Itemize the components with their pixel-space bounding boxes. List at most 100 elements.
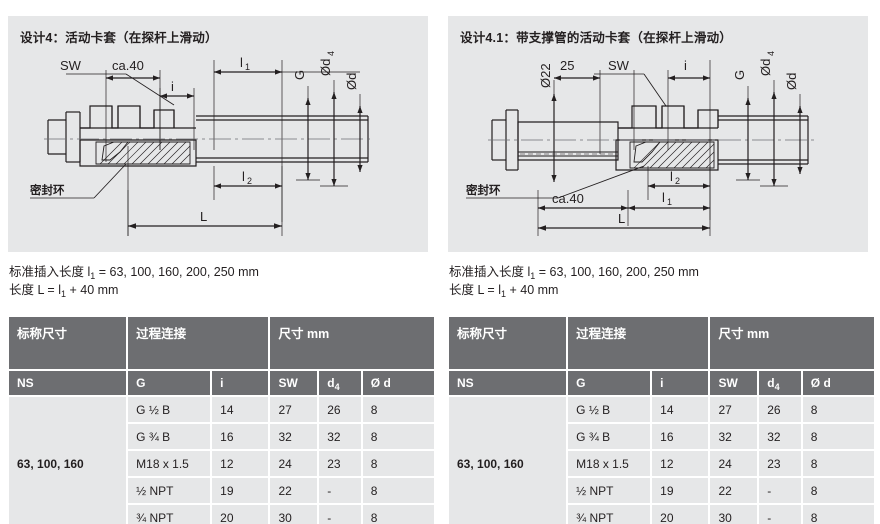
table-group-header-row: 标称尺寸 过程连接 尺寸 mm: [449, 317, 874, 370]
column-header-od: Ø d: [361, 369, 434, 396]
label-l1: l: [240, 55, 243, 70]
notes-design-4: 标准插入长度 l1 = 63, 100, 160, 200, 250 mm 长度…: [9, 264, 259, 300]
table-row: ¾ NPT 20 30 - 8: [449, 503, 874, 524]
cell-d4: -: [758, 476, 803, 504]
table-row: 63, 100, 160 G ½ B 14 27 26 8: [449, 395, 874, 524]
cell-d4: 23: [318, 449, 363, 477]
label-l1-sub: 1: [667, 197, 672, 207]
cell-i: 19: [651, 476, 711, 504]
label-sw: SW: [608, 58, 630, 73]
cell-d4: -: [318, 503, 363, 524]
column-header-i: i: [211, 369, 271, 396]
table-row: 63, 100, 160 G ½ B 14 27 26 8: [9, 395, 434, 524]
panel-title-design-4: 设计4：活动卡套（在探杆上滑动）: [20, 31, 218, 45]
cell-g: ¾ NPT: [127, 503, 213, 524]
cell-g: G ½ B: [567, 395, 653, 423]
cell-sw: 30: [269, 503, 320, 524]
technical-drawing-design-4: SW ca.40 i l 1 l 2 L 密封环 G Ød 4 Ød: [8, 50, 428, 250]
cell-od: 8: [801, 422, 874, 450]
panel-title-design-4-1: 设计4.1：带支撑管的活动卡套（在探杆上滑动）: [460, 31, 732, 45]
cell-ns: 63, 100, 160: [9, 395, 129, 524]
cell-g: ¾ NPT: [567, 503, 653, 524]
note-total-length: 长度 L = l1 + 40 mm: [9, 283, 119, 299]
group-header-nominal-size: 标称尺寸: [449, 317, 569, 370]
column-header-ns: NS: [9, 369, 129, 396]
label-d4: Ød: [758, 59, 773, 76]
table-row: ½ NPT 19 22 - 8: [9, 476, 434, 504]
cell-sw: 27: [269, 395, 320, 423]
drawing-svg: SW ca.40 i l 1 l 2 L 密封环 G Ød 4 Ød: [29, 51, 374, 236]
column-header-od: Ø d: [801, 369, 874, 396]
cell-d4: -: [758, 503, 803, 524]
label-d: Ød: [344, 73, 359, 90]
group-header-dimensions: 尺寸 mm: [709, 317, 874, 370]
label-l2: l: [670, 169, 673, 184]
cell-sw: 24: [269, 449, 320, 477]
cell-od: 8: [801, 395, 874, 423]
label-i: i: [684, 58, 687, 73]
column-header-g: G: [567, 369, 653, 396]
label-d22: Ø22: [538, 63, 553, 88]
cell-od: 8: [801, 503, 874, 524]
cell-od: 8: [801, 476, 874, 504]
label-ca40: ca.40: [552, 191, 584, 206]
table-body: 63, 100, 160 G ½ B 14 27 26 8 G ¾ B 16 3…: [449, 395, 874, 524]
cell-ns: 63, 100, 160: [449, 395, 569, 524]
table-row: G ¾ B 16 32 32 8: [449, 422, 874, 450]
cell-g: G ¾ B: [127, 422, 213, 450]
label-d4: Ød: [318, 59, 333, 76]
drawing-panel-design-4: 设计4：活动卡套（在探杆上滑动）: [8, 16, 428, 252]
table-row: M18 x 1.5 12 24 23 8: [9, 449, 434, 477]
cell-sw: 24: [709, 449, 760, 477]
label-d4-sub: 4: [326, 51, 336, 56]
label-d: Ød: [784, 73, 799, 90]
cell-i: 20: [651, 503, 711, 524]
column-header-sw: SW: [709, 369, 760, 396]
cell-od: 8: [361, 476, 434, 504]
cell-od: 8: [801, 449, 874, 477]
cell-g: ½ NPT: [567, 476, 653, 504]
label-sw: SW: [60, 58, 82, 73]
group-header-process-connection: 过程连接: [567, 317, 711, 370]
cell-i: 14: [651, 395, 711, 423]
label-l2-sub: 2: [675, 176, 680, 186]
cell-od: 8: [361, 503, 434, 524]
cell-sw: 27: [709, 395, 760, 423]
cell-g: ½ NPT: [127, 476, 213, 504]
cell-i: 19: [211, 476, 271, 504]
cell-i: 12: [651, 449, 711, 477]
cell-i: 20: [211, 503, 271, 524]
note-insert-length: 标准插入长度 l1 = 63, 100, 160, 200, 250 mm: [449, 265, 699, 281]
group-header-process-connection: 过程连接: [127, 317, 271, 370]
column-header-ns: NS: [449, 369, 569, 396]
spec-table-design-4-1: 标称尺寸 过程连接 尺寸 mm NS G i SW d4 Ø d 63, 100…: [449, 317, 874, 524]
label-G: G: [732, 70, 747, 80]
group-header-nominal-size: 标称尺寸: [9, 317, 129, 370]
drawing-panel-design-4-1: 设计4.1：带支撑管的活动卡套（在探杆上滑动）: [448, 16, 868, 252]
cell-g: M18 x 1.5: [127, 449, 213, 477]
cell-i: 14: [211, 395, 271, 423]
column-header-d4: d4: [318, 369, 363, 396]
note-insert-length: 标准插入长度 l1 = 63, 100, 160, 200, 250 mm: [9, 265, 259, 281]
label-25: 25: [560, 58, 574, 73]
column-header-d4: d4: [758, 369, 803, 396]
column-header-sw: SW: [269, 369, 320, 396]
cell-d4: 32: [318, 422, 363, 450]
cell-d4: -: [318, 476, 363, 504]
label-l1: l: [662, 190, 665, 205]
technical-drawing-design-4-1: Ø22 25 SW i l 2 ca.40 l 1 L 密封环 G Ød 4 Ø…: [448, 50, 868, 250]
group-header-dimensions: 尺寸 mm: [269, 317, 434, 370]
cell-g: M18 x 1.5: [567, 449, 653, 477]
cell-i: 16: [651, 422, 711, 450]
label-G: G: [292, 70, 307, 80]
label-l2-sub: 2: [247, 176, 252, 186]
label-l2: l: [242, 169, 245, 184]
cell-g: G ¾ B: [567, 422, 653, 450]
notes-design-4-1: 标准插入长度 l1 = 63, 100, 160, 200, 250 mm 长度…: [449, 264, 699, 300]
cell-g: G ½ B: [127, 395, 213, 423]
table-row: ¾ NPT 20 30 - 8: [9, 503, 434, 524]
cell-sw: 32: [269, 422, 320, 450]
cell-od: 8: [361, 449, 434, 477]
design-4-column: 设计4：活动卡套（在探杆上滑动）: [8, 0, 435, 524]
